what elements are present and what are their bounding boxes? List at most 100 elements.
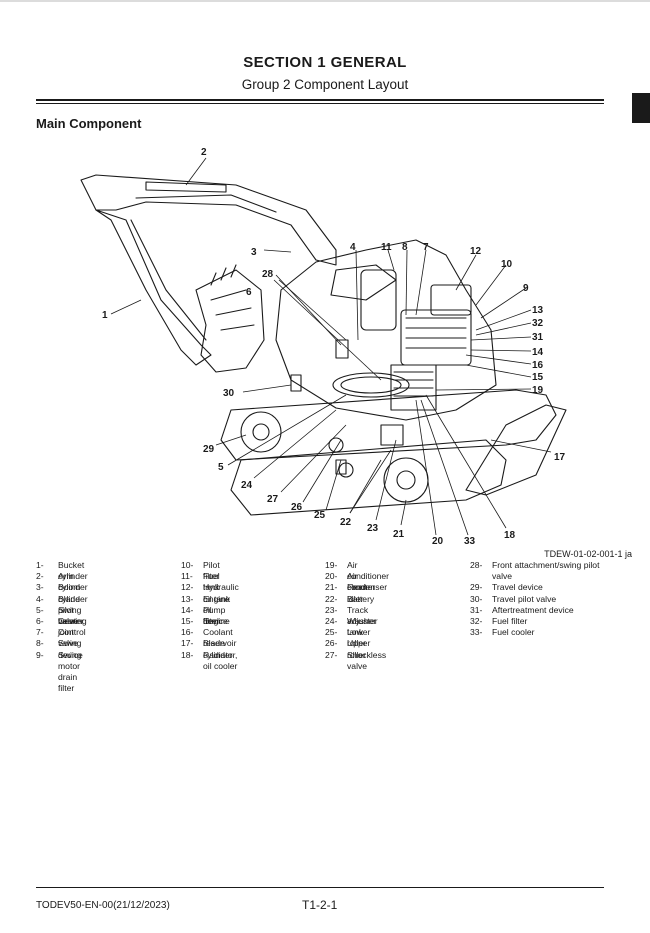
legend-number: 8- [36, 638, 44, 649]
legend-number: 1- [36, 560, 44, 570]
header-rule-thin [36, 103, 604, 104]
figure-reference: TDEW-01-02-001-1 ja [544, 549, 632, 559]
legend-number: 22- [325, 593, 338, 604]
legend-label: Air conditioner condenser [347, 560, 390, 593]
legend-number: 20- [325, 571, 338, 582]
legend-number: 15- [181, 615, 194, 626]
legend-item: 32- Fuel filter [470, 616, 610, 627]
callout-18: 18 [504, 530, 516, 541]
callout-20: 20 [432, 536, 444, 547]
group-title: Group 2 Component Layout [241, 77, 409, 92]
callout-27: 27 [267, 494, 279, 505]
callout-8: 8 [402, 242, 408, 253]
legend-number: 27- [325, 649, 338, 660]
callout-24: 24 [241, 480, 253, 491]
legend-label: Blade cylinder [203, 638, 233, 660]
legend-number: 28- [470, 560, 483, 570]
legend-label: Fuel tank [203, 571, 220, 593]
callout-5: 5 [218, 462, 224, 473]
legend-number: 3- [36, 582, 44, 593]
legend-label: Bucket cylinder [58, 560, 88, 582]
callout-12: 12 [470, 246, 482, 257]
legend-item: 30- Travel pilot valve [470, 594, 610, 605]
legend-label: Pilot filter [203, 560, 220, 582]
callout-33: 33 [464, 536, 476, 547]
legend-number: 31- [470, 604, 483, 615]
footer-page-number: T1-2-1 [302, 898, 338, 912]
legend-label: Swing device [58, 638, 83, 660]
legend-label: Swing motor drain filter [58, 649, 82, 694]
legend-label: Engine [203, 615, 230, 626]
arm-outline [80, 174, 337, 266]
legend-number: 17- [181, 638, 194, 649]
legend-label: Front idler [347, 582, 368, 604]
callout-4: 4 [350, 242, 356, 253]
legend-number: 13- [181, 593, 194, 604]
legend-label: Battery [347, 593, 375, 604]
callout-23: 23 [367, 523, 379, 534]
callout-19: 19 [532, 385, 544, 396]
section-title: SECTION 1 GENERAL [243, 54, 407, 71]
legend-label: Lower roller [347, 627, 371, 649]
legend-number: 5- [36, 604, 44, 615]
legend-number: 18- [181, 649, 194, 660]
legend-label: Upper roller [347, 638, 371, 660]
legend-label: Fuel filter [492, 615, 528, 626]
callout-16: 16 [532, 360, 544, 371]
legend-number: 21- [325, 582, 338, 593]
arm-cylinder-shape [145, 181, 227, 193]
legend-number: 9- [36, 649, 44, 660]
legend-label: Shockless valve [347, 649, 387, 671]
legend-number: 30- [470, 593, 483, 604]
legend-label: Washer tank [347, 615, 377, 638]
callout-14: 14 [532, 347, 544, 358]
track-lower-outline [230, 439, 507, 516]
swing-bearing-shape [332, 372, 410, 398]
leader-lines [110, 157, 552, 536]
radiator-shape [390, 364, 437, 411]
front-idler-shape [383, 457, 429, 503]
top-edge-rule [0, 0, 650, 2]
legend-number: 23- [325, 604, 338, 615]
legend-label: Control valve [58, 627, 86, 649]
legend-number: 26- [325, 638, 338, 649]
callout-10: 10 [501, 259, 513, 270]
callout-25: 25 [314, 510, 326, 521]
legend-label: Engine oil filter [203, 593, 230, 626]
legend-label: Travel pilot valve [492, 593, 557, 604]
callout-6: 6 [246, 287, 252, 298]
legend-item: 33-Fuel cooler [470, 627, 610, 638]
bucket-shape [195, 269, 265, 373]
callout-22: 22 [340, 517, 352, 528]
legend-label: Pump device [203, 604, 228, 626]
legend-number: 14- [181, 604, 194, 615]
legend-number: 32- [470, 615, 483, 626]
subheading: Main Component [36, 116, 142, 131]
fuel-tank-shape [360, 269, 397, 331]
legend-column-4: 28- Front attachment/swing pilot valve 29… [470, 560, 610, 638]
legend-label: Fuel cooler [492, 627, 535, 638]
drive-sprocket-shape [240, 411, 282, 453]
legend-item: 28- Front attachment/swing pilot valve [470, 560, 610, 582]
legend-item: 29-Travel device [470, 582, 610, 593]
legend-label: Swing bearing [58, 604, 87, 626]
legend-label: Air cleaner [347, 571, 376, 593]
legend-number: 25- [325, 627, 338, 638]
callout-7: 7 [423, 242, 429, 253]
callout-numbers: 1 2 3 4 5 6 7 8 9 10 11 12 13 14 15 16 1… [102, 147, 566, 547]
legend-label: Front attachment/swing pilot valve [492, 560, 600, 582]
callout-9: 9 [523, 283, 529, 294]
legend-number: 16- [181, 627, 194, 638]
legend-number: 11- [181, 571, 193, 582]
legend-label: Center joint [58, 615, 84, 638]
callout-21: 21 [393, 529, 405, 540]
callout-28: 28 [262, 269, 274, 280]
footer-document-id: TODEV50-EN-00(21/12/2023) [36, 900, 170, 911]
hydraulic-tank-shape [430, 284, 472, 316]
callout-26: 26 [291, 502, 303, 513]
legend-number: 7- [36, 627, 44, 638]
legend-number: 2- [36, 571, 44, 582]
legend-label: Blade pilot valve [58, 593, 80, 626]
legend-label: Track adjuster [347, 604, 378, 626]
header-rule-thick [36, 99, 604, 101]
